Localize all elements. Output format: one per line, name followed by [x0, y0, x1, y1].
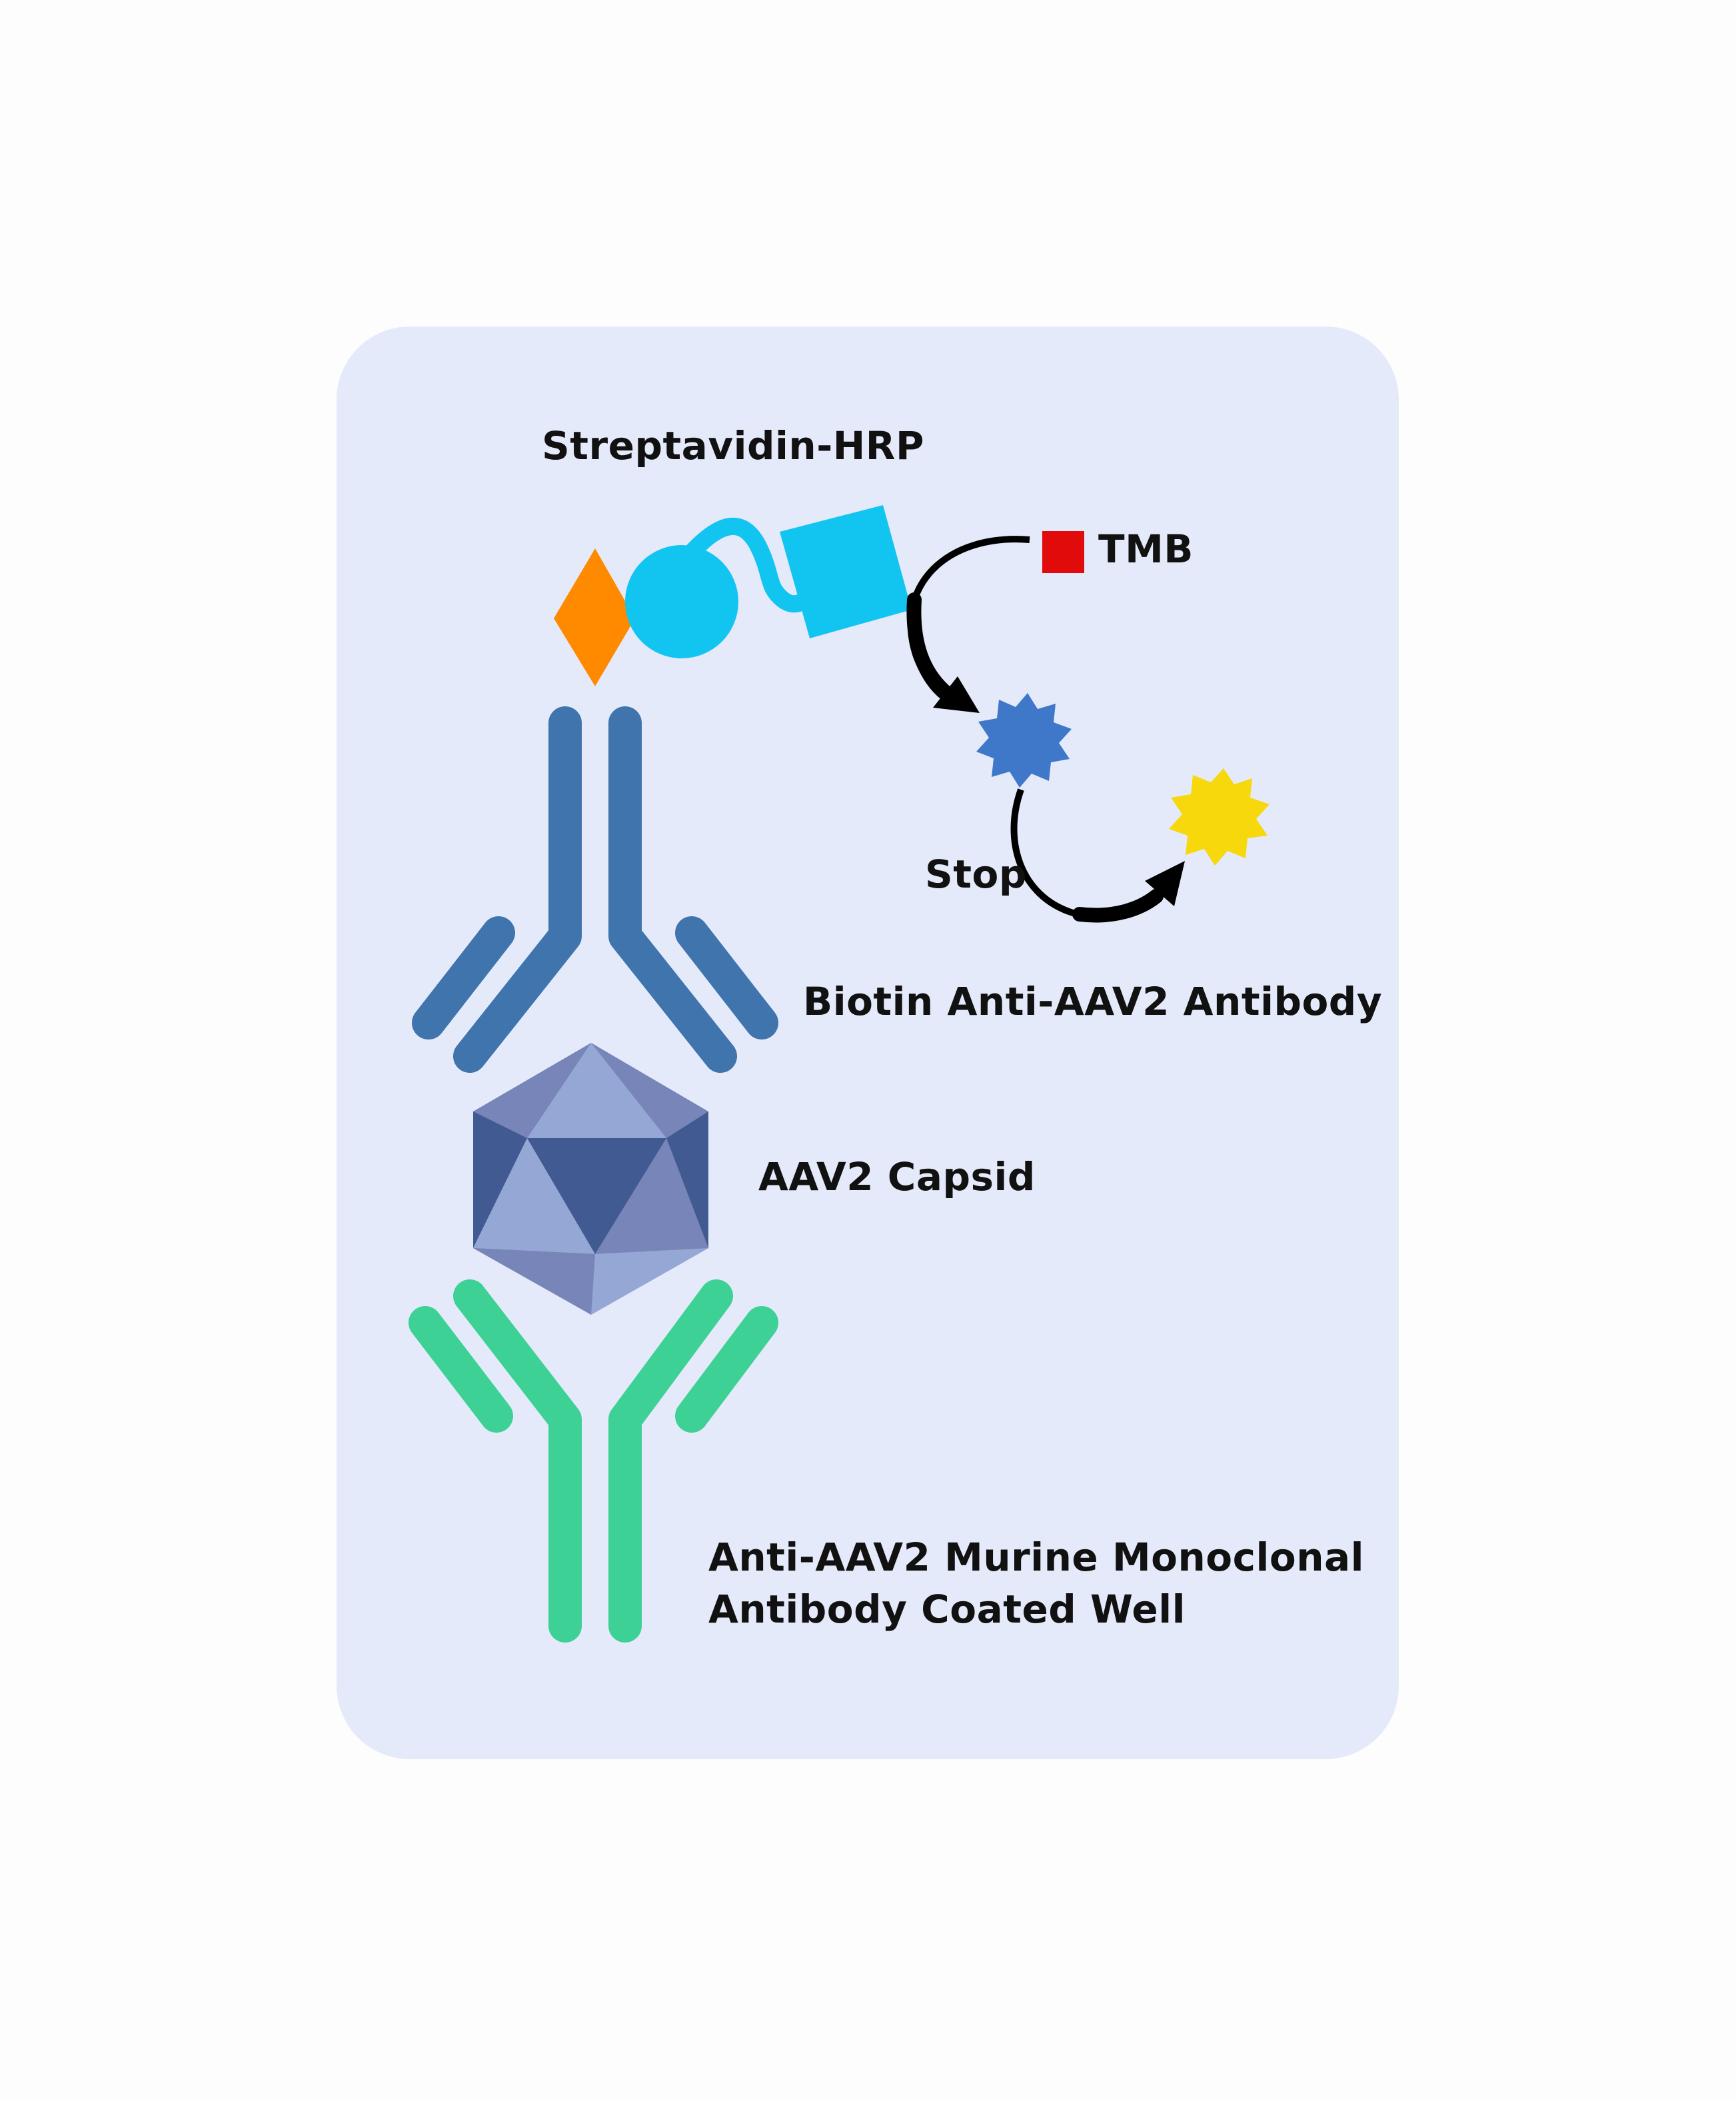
label-tmb: TMB [1098, 526, 1194, 572]
stopped-product-star-icon [1169, 768, 1270, 866]
arrow-tmb-icon [906, 536, 1030, 713]
oxidized-tmb-star-icon [976, 693, 1072, 788]
tmb-square-icon [1042, 531, 1084, 573]
arrow-stop-icon [1010, 788, 1185, 923]
label-stop: Stop [925, 852, 1027, 897]
label-streptavidin-hrp: Streptavidin-HRP [542, 423, 924, 468]
capture-antibody-icon [409, 1279, 778, 1643]
label-coated-well-line2: Antibody Coated Well [708, 1587, 1186, 1632]
panel-background [337, 327, 1399, 1759]
biotin-diamond-icon [554, 548, 635, 686]
streptavidin-hrp-icon [625, 505, 912, 658]
label-coated-well-line1: Anti-AAV2 Murine Monoclonal [708, 1535, 1365, 1580]
detection-antibody-icon [412, 706, 778, 1073]
label-capsid: AAV2 Capsid [758, 1154, 1036, 1199]
aav2-capsid-icon [473, 1043, 708, 1315]
label-biotin-antibody: Biotin Anti-AAV2 Antibody [803, 979, 1383, 1024]
